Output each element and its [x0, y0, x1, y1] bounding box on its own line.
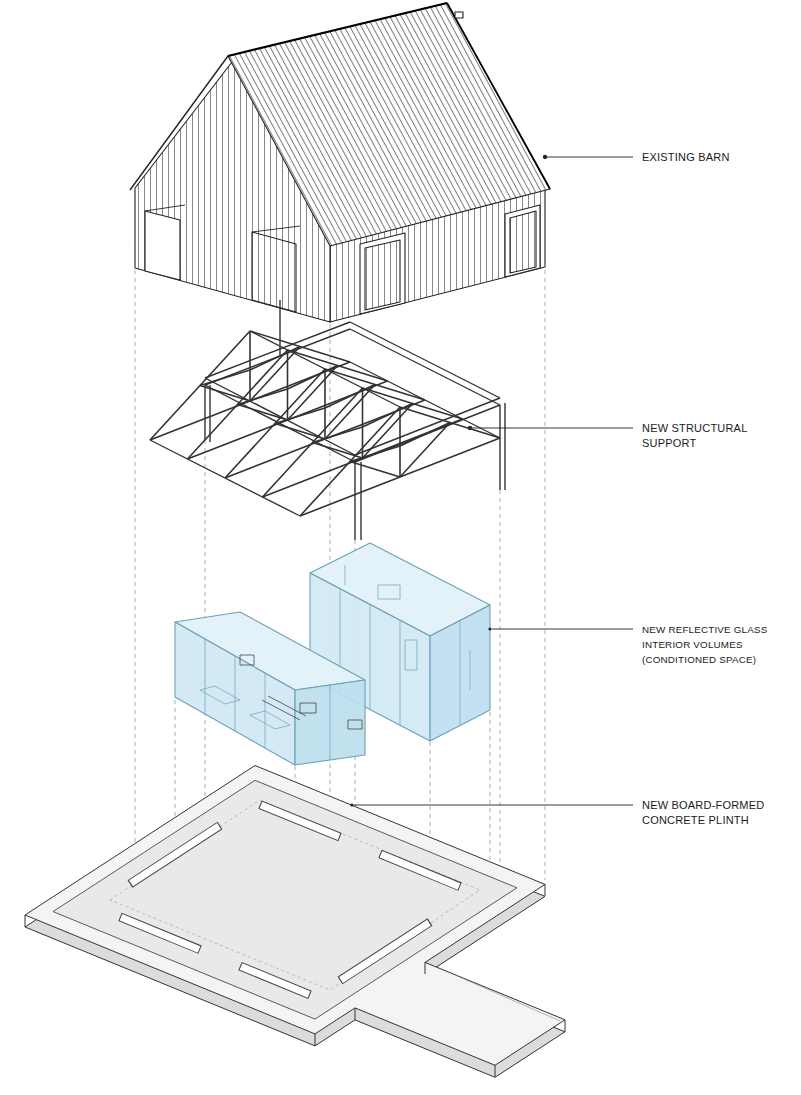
callout-label: NEW BOARD-FORMED CONCRETE PLINTH — [641, 798, 783, 828]
leader-lines — [354, 157, 633, 805]
glass-volumes-illustration — [175, 543, 492, 765]
barn-illustration — [130, 3, 550, 322]
callout-label: NEW STRUCTURAL SUPPORT — [641, 421, 783, 451]
callout-label: EXISTING BARN — [641, 150, 793, 165]
callout-label: NEW REFLECTIVE GLASS INTERIOR VOLUMES (C… — [641, 622, 799, 667]
structure-illustration — [150, 300, 505, 540]
plinth-illustration — [25, 766, 565, 1078]
